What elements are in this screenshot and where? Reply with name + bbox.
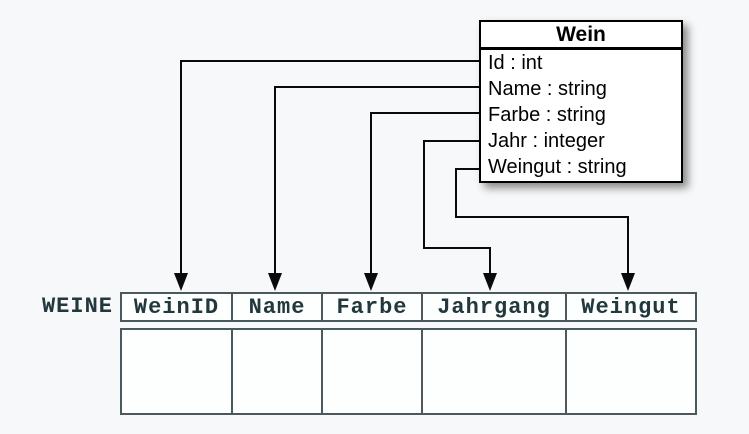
class-attribute-farbe: Farbe : string — [488, 104, 606, 126]
class-title: Wein — [481, 22, 681, 50]
class-attribute-name: Name : string — [488, 77, 607, 100]
body-cell-farbe — [323, 330, 423, 413]
connector-farbe-to-farbe — [364, 112, 479, 291]
table-header-row: WeinID Name Farbe Jahrgang Weingut — [120, 292, 697, 322]
body-cell-name — [233, 330, 323, 413]
class-attribute-list: Id : int Name : string Farbe : string Ja… — [481, 50, 681, 181]
uml-class-box-wein: Wein Id : int Name : string Farbe : stri… — [479, 20, 683, 183]
body-cell-jahrgang — [423, 330, 567, 413]
connector-id-to-weinid — [174, 60, 479, 291]
table-body-row — [120, 328, 697, 415]
column-header-weingut: Weingut — [581, 294, 681, 320]
column-header-weinid: WeinID — [122, 294, 233, 320]
column-header-farbe: Farbe — [323, 294, 423, 320]
class-attribute-id: Id : int — [488, 51, 543, 74]
column-header-jahrgang: Jahrgang — [423, 294, 567, 320]
column-header-name: Name — [233, 294, 323, 320]
connector-weingut-to-weingut — [455, 168, 635, 291]
table-name-label: WEINE — [41, 294, 113, 319]
body-cell-weinid — [122, 330, 233, 413]
class-attribute-jahr: Jahr : integer — [488, 130, 605, 153]
connector-jahr-to-jahrgang — [423, 140, 497, 291]
class-attribute-weingut: Weingut : string — [488, 156, 627, 179]
body-cell-weingut — [567, 330, 695, 413]
connector-name-to-name — [268, 86, 479, 291]
